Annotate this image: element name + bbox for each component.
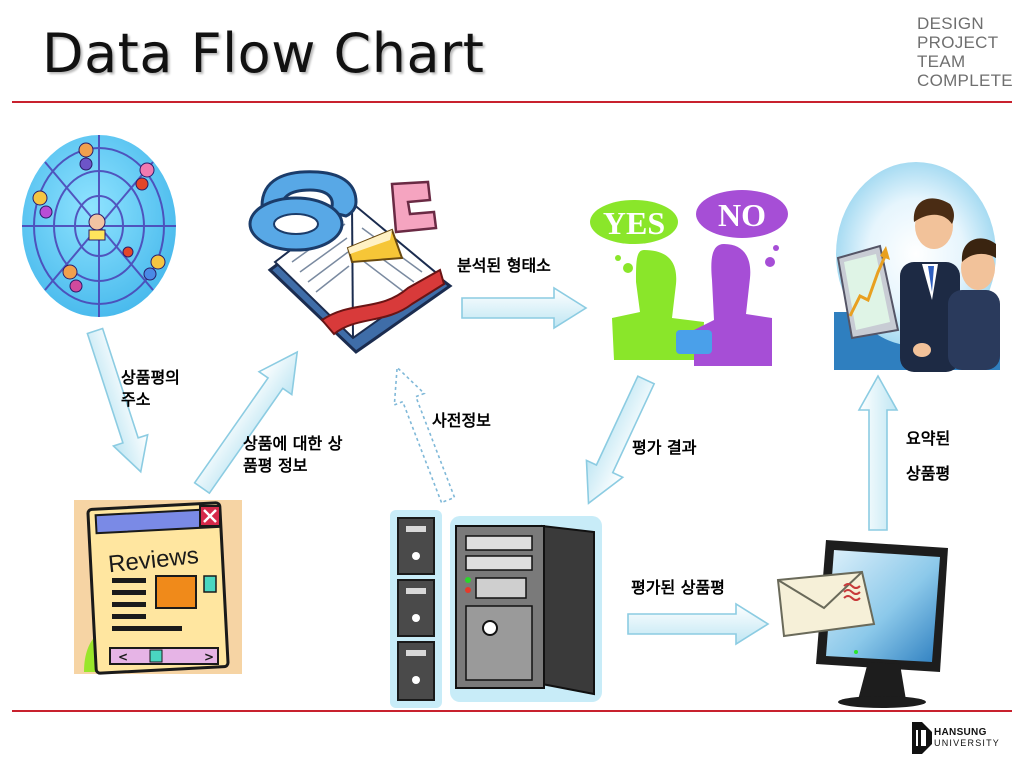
logo-line-1: HANSUNG	[934, 727, 987, 738]
arrow-server-to-monitor	[627, 602, 770, 646]
dictionary-book-icon	[248, 170, 453, 354]
svg-text:>: >	[204, 650, 214, 664]
page-title: Data Flow Chart	[42, 22, 485, 85]
label-analyzed-morphemes: 분석된 형태소	[457, 256, 551, 275]
flow-arrows	[86, 286, 899, 646]
bottom-divider	[12, 710, 1012, 712]
brand-line-3: TEAM	[917, 52, 966, 71]
top-divider	[12, 101, 1012, 103]
arrow-monitor-to-analysts	[857, 374, 899, 531]
svg-text:<: <	[118, 650, 128, 664]
internet-web-icon	[22, 135, 176, 317]
brand-line-2: PROJECT	[917, 33, 999, 52]
arrow-decision-to-server	[585, 375, 656, 505]
no-text: NO	[718, 197, 766, 233]
brand-text: DESIGN PROJECT TEAM COMPLETE	[917, 14, 1013, 90]
label-evaluated-review: 평가된 상품평	[631, 578, 725, 597]
label-dictionary-info: 사전정보	[432, 411, 491, 430]
yes-no-decision-icon	[590, 190, 788, 366]
footer-logo-text: HANSUNG UNIVERSITY	[934, 727, 1000, 749]
server-tower-icon	[390, 510, 602, 708]
arrow-server-to-dictionary	[393, 365, 456, 504]
arrow-reviews-to-dictionary	[193, 350, 299, 495]
yes-text: YES	[603, 205, 665, 241]
arrow-internet-to-reviews	[86, 327, 149, 474]
label-summarized-review: 상품평	[906, 464, 951, 483]
label-eval-result: 평가 결과	[632, 438, 697, 457]
logo-line-2: UNIVERSITY	[934, 738, 1001, 748]
hansung-logo-icon	[912, 722, 932, 754]
arrow-dictionary-to-decision	[461, 286, 588, 330]
brand-line-4: COMPLETE	[917, 71, 1013, 90]
brand-line-1: DESIGN	[917, 14, 984, 33]
business-analysts-icon	[834, 162, 1000, 372]
reviews-window-icon: < >	[74, 500, 242, 675]
monitor-mail-icon	[776, 540, 948, 708]
label-summarized: 요약된	[906, 429, 951, 448]
